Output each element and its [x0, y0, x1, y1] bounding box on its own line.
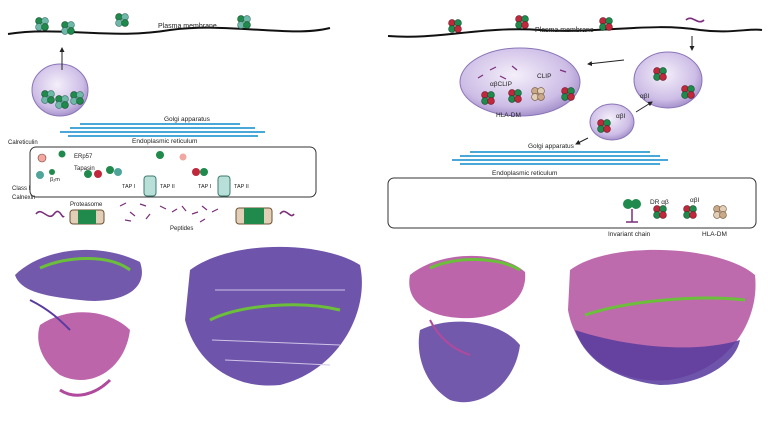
tap-ii-label-1: TAP II [160, 184, 175, 190]
protein-chain-2 [279, 210, 295, 217]
endosome-transfer-arrow [587, 59, 625, 67]
loaded-class-i-1 [156, 151, 164, 159]
golgi-label-right: Golgi apparatus [528, 143, 575, 150]
ab-i-label-2: αβI [616, 113, 625, 120]
structure-mhc-i-side [15, 249, 142, 397]
foreign-protein [685, 17, 705, 23]
golgi-stack [60, 123, 265, 137]
loaded-class-i-4 [200, 168, 208, 176]
mhc-ii-surface-1 [448, 19, 462, 33]
peptides-label: Peptides [170, 226, 193, 232]
calnexin-label: Calnexin [12, 195, 35, 201]
invariant-chain-shape [623, 199, 641, 223]
er-label-right: Endoplasmic reticulum [492, 170, 557, 177]
er-box-right [387, 177, 757, 229]
mhc-ii-surface-3 [599, 17, 613, 31]
ab-i-label-1: αβI [640, 93, 649, 100]
dr-ab-shape [653, 205, 667, 219]
hla-dm-label: HLA-DM [496, 112, 521, 119]
left-panel: Plasma membrane Golgi apparatus Endoplas… [7, 13, 331, 232]
tap-ii-label-2: TAP II [234, 184, 249, 190]
structure-mhc-ii-side [409, 255, 526, 403]
plasma-membrane-label: Plasma membrane [158, 23, 217, 30]
loaded-class-i-3 [192, 168, 200, 176]
er-label: Endoplasmic reticulum [132, 138, 197, 145]
er-box [29, 146, 317, 198]
peptide-loading-2 [94, 170, 102, 178]
tap-i-label-2: TAP I [198, 184, 212, 190]
vesicle-to-endosome-arrow [635, 101, 653, 113]
structure-mhc-i-top [185, 246, 362, 386]
calnexin-shape [36, 171, 44, 179]
peptide-fragments [119, 202, 219, 223]
peptide-loading-1 [84, 170, 92, 178]
right-panel: Plasma membrane αβCLIP CLIP HLA-DM αβI α… [387, 15, 763, 238]
proteasome-1 [69, 209, 105, 225]
dr-ab-label: DR αβ [650, 199, 669, 206]
structure-mhc-ii-top [568, 249, 756, 385]
proteasome-label: Proteasome [70, 202, 103, 208]
tap-transporter-1 [143, 175, 157, 197]
erp57-label: ERp57 [74, 154, 93, 160]
tap-i-label-1: TAP I [122, 184, 136, 190]
hla-dm-legend-label: HLA-DM [702, 231, 727, 238]
mhc-i-surface-1 [35, 17, 49, 31]
ab-clip-label: αβCLIP [490, 81, 512, 88]
invariant-chain-label: Invariant chain [608, 231, 651, 238]
golgi-label: Golgi apparatus [164, 116, 211, 123]
clip-label: CLIP [537, 73, 551, 80]
class-i-label: Class I [12, 186, 31, 192]
peptide-loading-3 [106, 166, 114, 174]
golgi-stack-right [452, 151, 668, 165]
mhc-i-surface-3 [115, 13, 129, 27]
endosome-peptides [477, 65, 567, 80]
peptide-loading-4 [114, 168, 122, 176]
proteasome-2 [235, 207, 273, 225]
loaded-class-i-2 [179, 153, 187, 161]
mhc-ii-surface-2 [515, 15, 529, 29]
ab-i-shape-er [683, 205, 697, 219]
erp57-shape [58, 150, 66, 158]
calreticulin-shape [37, 153, 47, 163]
tapasin-label: Tapasin [74, 166, 95, 172]
golgi-to-vesicle-arrow [575, 137, 589, 145]
class-i-shape [49, 169, 55, 175]
mhc-i-surface-2 [61, 21, 75, 35]
calreticulin-label: Calreticulin [8, 140, 38, 146]
transport-vesicle [589, 103, 635, 141]
plasma-membrane-line-right [387, 26, 763, 38]
tap-transporter-2 [217, 175, 231, 197]
mhc-i-surface-4 [237, 15, 251, 29]
hla-dm-shape-er [713, 205, 727, 219]
endosome-large [459, 47, 581, 117]
b2m-label: β₂m [50, 177, 60, 183]
plasma-membrane-label-right: Plasma membrane [535, 27, 594, 34]
plasma-membrane-line [7, 26, 331, 35]
protein-chain-1 [35, 210, 65, 218]
ab-i-label-3: αβI [690, 197, 699, 204]
